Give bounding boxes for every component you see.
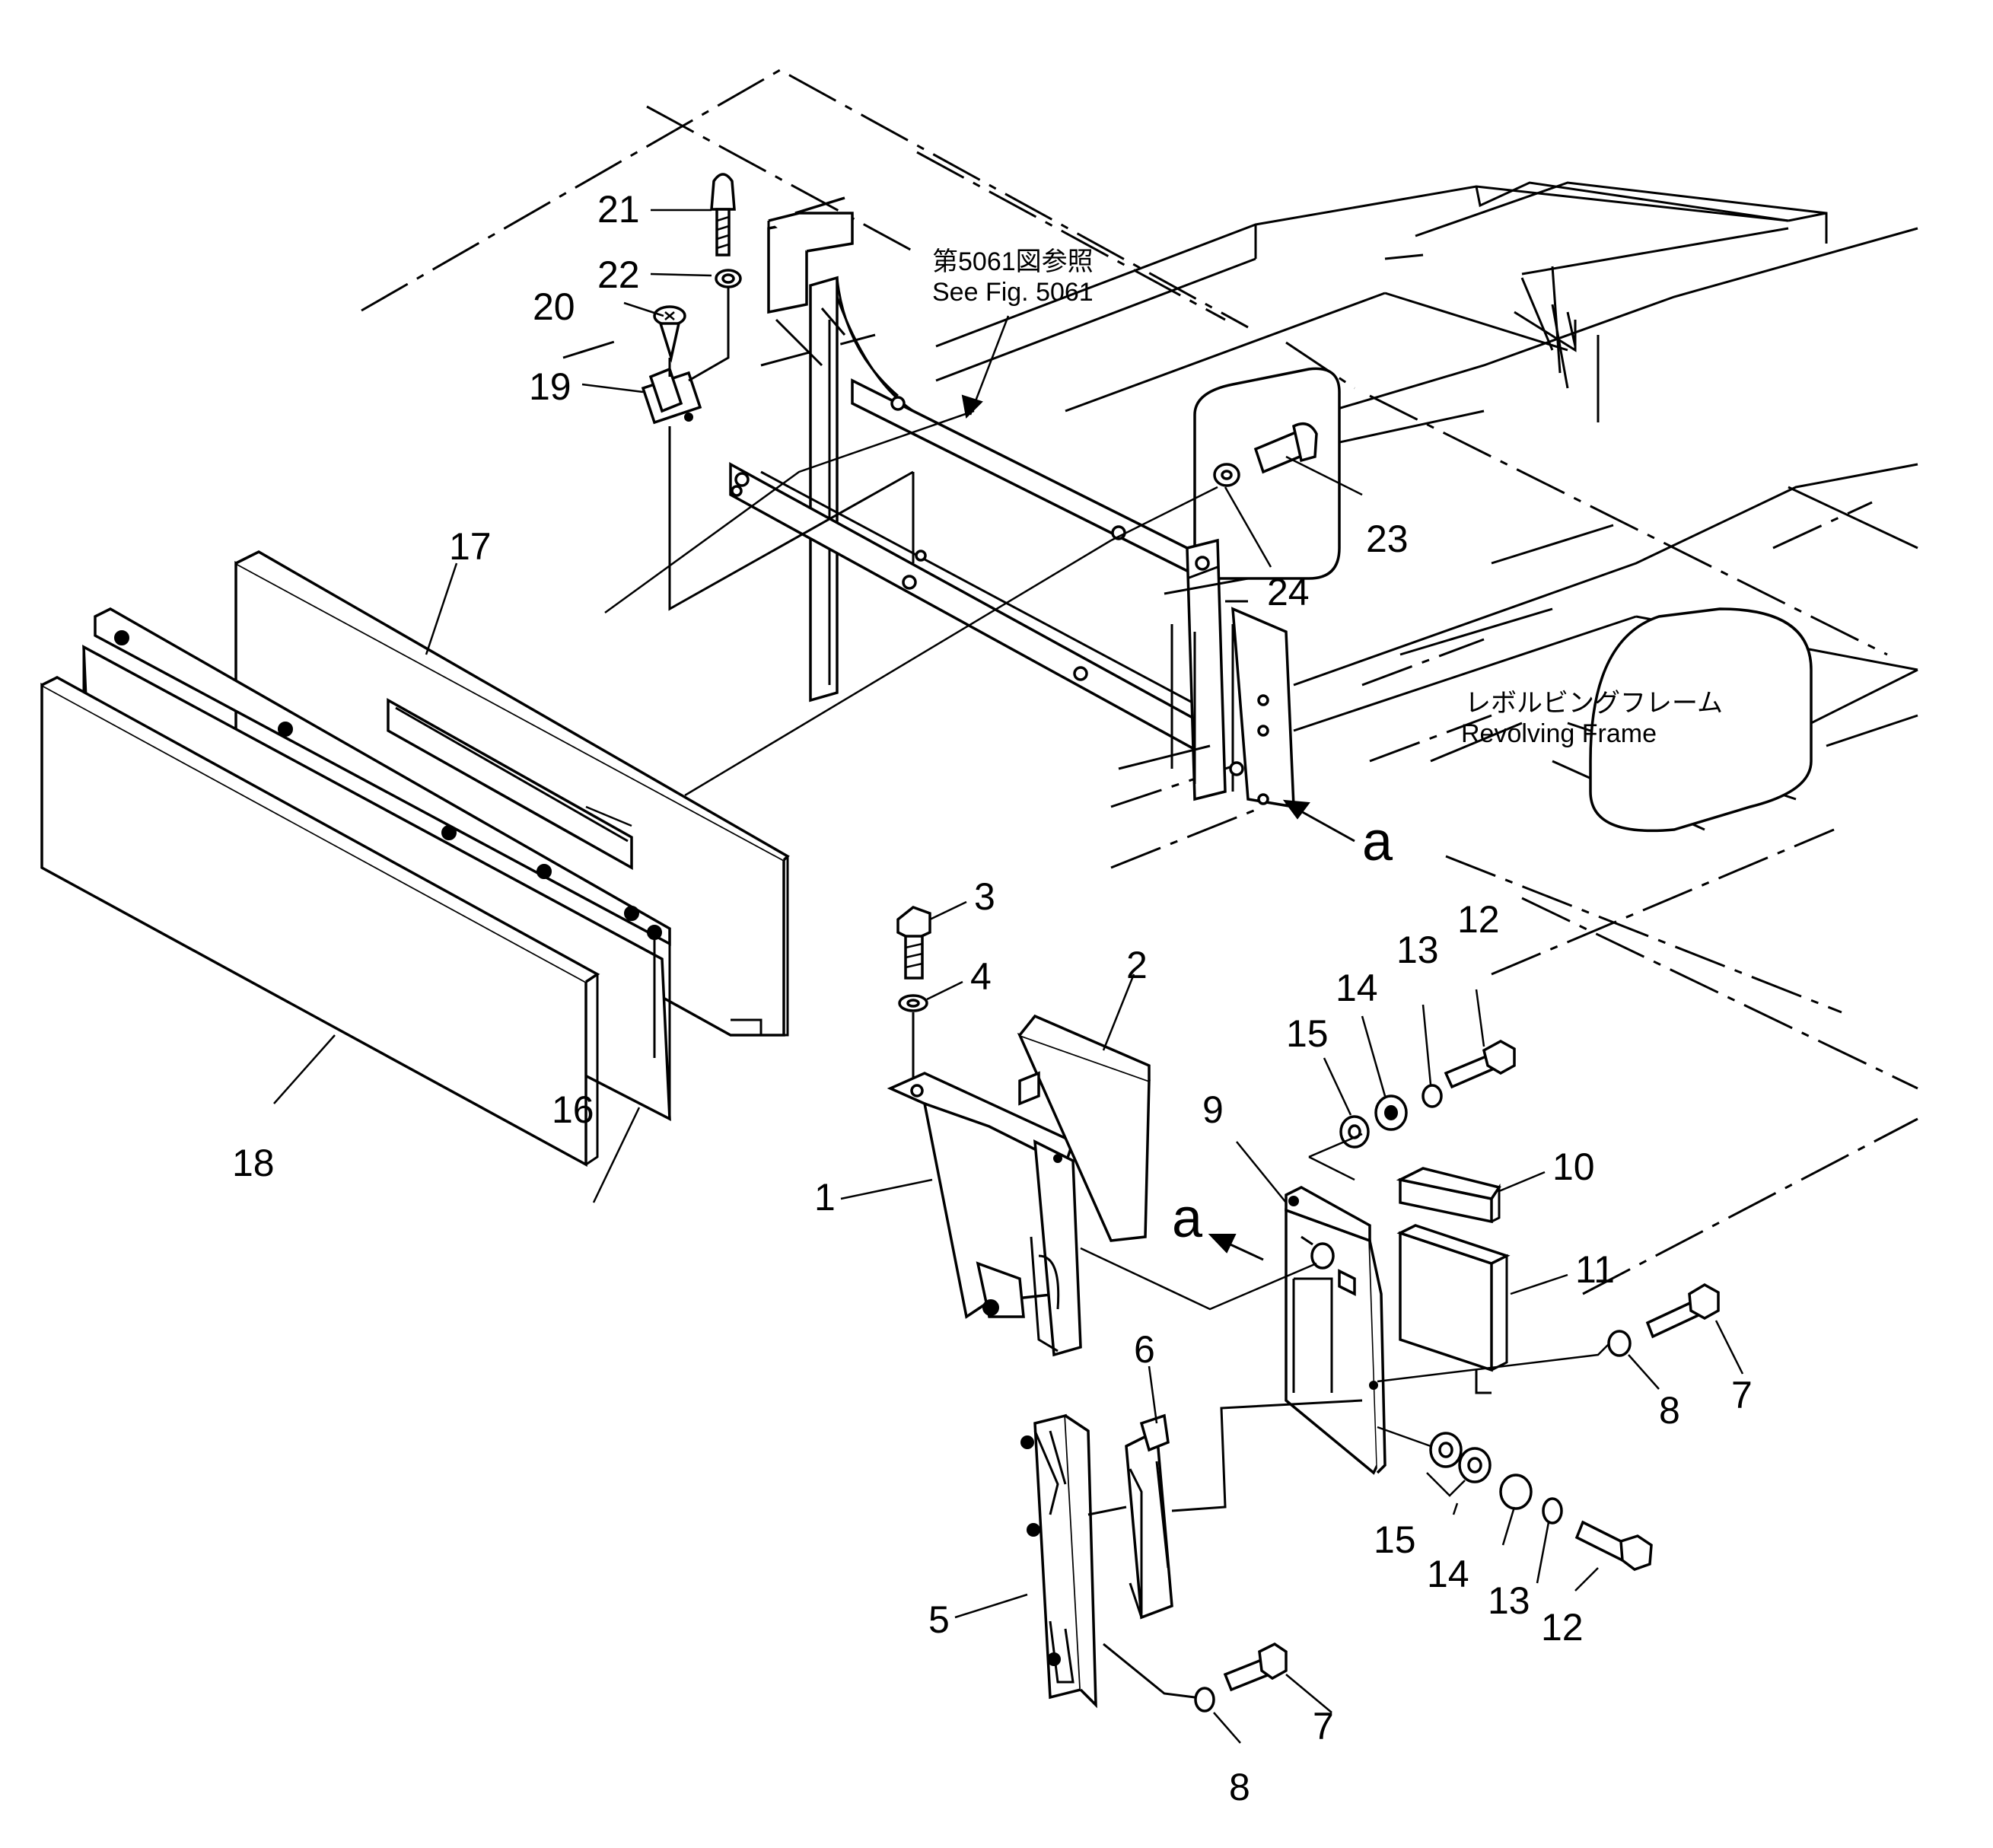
callout-2: 2 — [1126, 944, 1148, 986]
notes: 第5061図参照 See Fig. 5061 レボルビングフレーム Revolv… — [932, 247, 1723, 748]
see-fig-note-jp: 第5061図参照 — [932, 247, 1094, 276]
fasteners-lower — [896, 906, 1720, 1713]
assembly-lines — [585, 409, 1610, 1448]
callout-14-lower: 14 — [1427, 1553, 1469, 1595]
frame-label-jp: レボルビングフレーム — [1465, 689, 1723, 718]
callout-22: 22 — [597, 253, 640, 296]
bracket-part-2 — [1017, 1014, 1151, 1242]
callout-11: 11 — [1575, 1248, 1615, 1291]
see-fig-note-en: See Fig. 5061 — [932, 278, 1094, 307]
callout-12-upper: 12 — [1457, 898, 1500, 941]
revolving-frame — [361, 69, 1918, 1295]
callout-14-upper: 14 — [1336, 967, 1378, 1009]
callout-15-upper: 15 — [1286, 1012, 1329, 1055]
callout-1: 1 — [814, 1176, 836, 1219]
callout-7-right: 7 — [1731, 1374, 1753, 1416]
callout-9: 9 — [1202, 1088, 1224, 1131]
callout-6: 6 — [1134, 1328, 1155, 1371]
plate-6 — [1125, 1399, 1363, 1620]
callout-21: 21 — [597, 188, 640, 231]
callout-7-lower: 7 — [1313, 1705, 1334, 1748]
callout-8-right: 8 — [1659, 1389, 1680, 1432]
callout-16: 16 — [552, 1088, 594, 1131]
bracket-part-9 — [1285, 1186, 1387, 1475]
callout-4: 4 — [970, 955, 992, 998]
callout-17: 17 — [449, 525, 492, 568]
callout-13-lower: 13 — [1488, 1579, 1530, 1622]
frame-label-en: Revolving Frame — [1461, 719, 1657, 748]
callout-18: 18 — [232, 1142, 275, 1184]
block-10 — [1396, 1167, 1501, 1224]
callout-24: 24 — [1267, 571, 1310, 613]
leader-lines — [273, 209, 1744, 1744]
panel-18 — [40, 676, 600, 1167]
plate-5 — [1020, 1413, 1127, 1709]
callout-3: 3 — [974, 875, 995, 918]
fasteners-upper — [641, 173, 1318, 609]
callout-12-lower: 12 — [1541, 1606, 1584, 1649]
block-11 — [1396, 1224, 1511, 1394]
view-mark-a-lower: a — [1172, 1188, 1203, 1249]
view-mark-a-upper: a — [1362, 811, 1393, 872]
callout-15-lower: 15 — [1374, 1518, 1416, 1561]
callout-8-lower: 8 — [1229, 1766, 1250, 1808]
callout-numbers: 3 4 2 1 9 10 11 12 13 14 15 7 8 6 5 15 1… — [232, 188, 1753, 1808]
bracket-assembly — [668, 196, 1295, 809]
callout-13-upper: 13 — [1396, 929, 1439, 971]
callout-20: 20 — [533, 285, 575, 328]
callout-10: 10 — [1552, 1145, 1595, 1188]
bracket-part-1 — [887, 1072, 1082, 1357]
callout-5: 5 — [928, 1598, 950, 1641]
callout-19: 19 — [529, 365, 571, 408]
callout-23: 23 — [1366, 518, 1409, 560]
